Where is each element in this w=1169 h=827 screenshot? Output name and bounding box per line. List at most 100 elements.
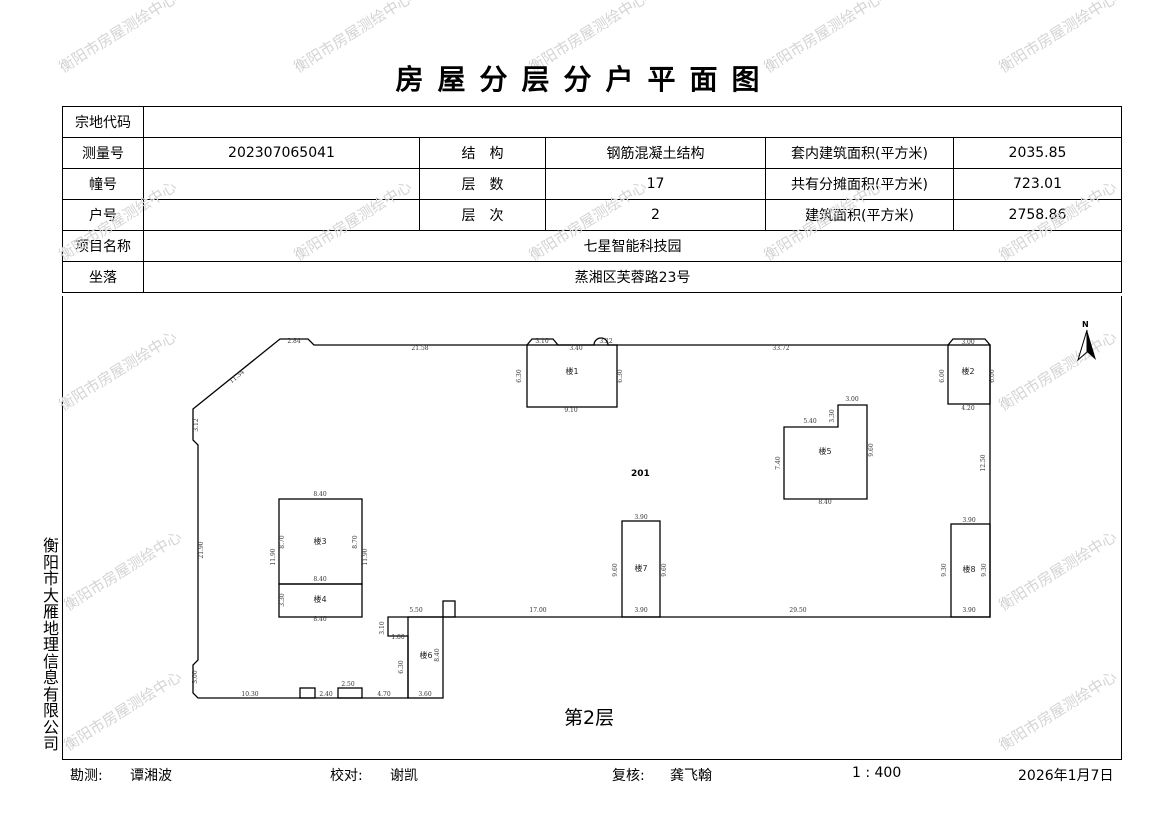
dimension-label: 3.00: [192, 670, 199, 684]
checker: 谢凯: [390, 768, 418, 784]
dimension-label: 11.90: [362, 548, 369, 565]
dimension-label: 8.70: [352, 535, 359, 549]
building-2: [947, 344, 991, 405]
dimension-label: 33.72: [772, 345, 789, 352]
stair-box: [299, 687, 316, 699]
location: 蒸湘区芙蓉路23号: [143, 261, 1122, 293]
dimension-label: 5.40: [803, 418, 817, 425]
dimension-label: 6.00: [989, 369, 996, 383]
building-no-label: 幢号: [62, 168, 144, 200]
dimension-label: 3.00: [961, 339, 975, 346]
dimension-label: 2.50: [341, 681, 355, 688]
dimension-label: 3.90: [634, 607, 648, 614]
surveyor-label: 勘测:: [70, 768, 103, 784]
floor: 2: [545, 199, 766, 231]
dimension-label: 3.10: [379, 621, 386, 635]
dimension-label: 6.30: [516, 369, 523, 383]
reviewer-label: 复核:: [612, 768, 645, 784]
dimension-label: 3.60: [418, 691, 432, 698]
dimension-label: 8.40: [313, 491, 327, 498]
dimension-label: 6.30: [617, 369, 624, 383]
building-1: [526, 344, 618, 408]
dimension-label: 29.50: [789, 607, 806, 614]
project-label: 项目名称: [62, 230, 144, 262]
dimension-labels: 2.84 11.34 21.58 3.10 3.40 3.22 6.30 6.30 楼1 9.10…: [192, 338, 996, 698]
inner-area: 2035.85: [953, 137, 1122, 169]
dimension-label: 21.58: [411, 345, 428, 352]
north-arrow: N: [1077, 320, 1096, 362]
building-label: 楼6: [419, 650, 432, 660]
floors: 17: [545, 168, 766, 200]
checker-label: 校对:: [330, 768, 363, 784]
dimension-label: 8.40: [818, 499, 832, 506]
dimension-label: 3.30: [829, 409, 836, 423]
company-name: 衡阳市大雁地理信息有限公司: [42, 536, 59, 753]
dimension-label: 11.34: [228, 369, 246, 386]
dimension-label: 9.10: [564, 407, 578, 414]
building-label: 楼4: [313, 594, 326, 604]
dimension-label: 12.50: [980, 454, 987, 471]
building-4: [278, 583, 363, 618]
dimension-label: 8.40: [434, 648, 441, 662]
dimension-label: 6.00: [939, 369, 946, 383]
dimension-label: 3.12: [193, 418, 200, 432]
stair-box: [337, 687, 363, 699]
floor-caption: 第2层: [564, 707, 614, 729]
dimension-label: 1.80: [391, 634, 405, 641]
dimension-label: 10.30: [241, 691, 258, 698]
dimension-label: 5.50: [409, 607, 423, 614]
date: 2026年1月7日: [1018, 768, 1114, 784]
building-label: 楼2: [961, 366, 974, 376]
dimension-label: 3.90: [634, 514, 648, 521]
dimension-label: 8.40: [313, 616, 327, 623]
plan-frame: [62, 296, 1122, 760]
building-label: 楼1: [565, 366, 578, 376]
dimension-label: 9.30: [941, 563, 948, 577]
dimension-label: 3.00: [845, 396, 859, 403]
dimension-label: 3.30: [279, 593, 286, 607]
parcel-code-label: 宗地代码: [62, 106, 144, 138]
stair-box: [442, 600, 456, 618]
building-area-label: 建筑面积(平方米): [765, 199, 954, 231]
dimension-label: 2.40: [319, 691, 333, 698]
dimension-label: 21.90: [198, 541, 205, 558]
unit-number: 201: [631, 469, 650, 479]
scale: 1 : 400: [852, 765, 902, 781]
dimension-label: 8.70: [279, 535, 286, 549]
dimension-label: 9.60: [612, 563, 619, 577]
dimension-label: 8.40: [313, 576, 327, 583]
structure: 钢筋混凝土结构: [545, 137, 766, 169]
dimension-label: 3.22: [599, 338, 613, 345]
dimension-label: 3.90: [962, 517, 976, 524]
dimension-label: 7.40: [775, 456, 782, 470]
building-label: 楼3: [313, 536, 326, 546]
building-area: 2758.86: [953, 199, 1122, 231]
dimension-label: 17.00: [529, 607, 546, 614]
dimension-label: 2.84: [287, 338, 301, 345]
building-label: 楼7: [634, 563, 647, 573]
dimension-label: 11.90: [270, 548, 277, 565]
building-5: [783, 404, 868, 500]
page-title: 房屋分层分户平面图: [395, 63, 774, 96]
building-label: 楼5: [818, 446, 831, 456]
surveyor: 谭湘波: [130, 768, 172, 784]
unit-outline: [192, 337, 991, 699]
dimension-label: 9.30: [981, 563, 988, 577]
dimension-label: 3.10: [535, 338, 549, 345]
shared-area: 723.01: [953, 168, 1122, 200]
building-6: [407, 616, 444, 699]
dimension-label: 9.60: [868, 443, 875, 457]
north-label: N: [1082, 320, 1089, 329]
building-7: [621, 520, 661, 618]
dimension-label: 4.70: [377, 691, 391, 698]
building-label: 楼8: [962, 564, 975, 574]
dimension-label: 4.20: [961, 405, 975, 412]
dimension-label: 6.30: [398, 660, 405, 674]
dimension-label: 3.90: [962, 607, 976, 614]
dimension-label: 3.40: [569, 345, 583, 352]
dimension-label: 9.60: [661, 563, 668, 577]
reviewer: 龚飞翰: [670, 768, 712, 784]
